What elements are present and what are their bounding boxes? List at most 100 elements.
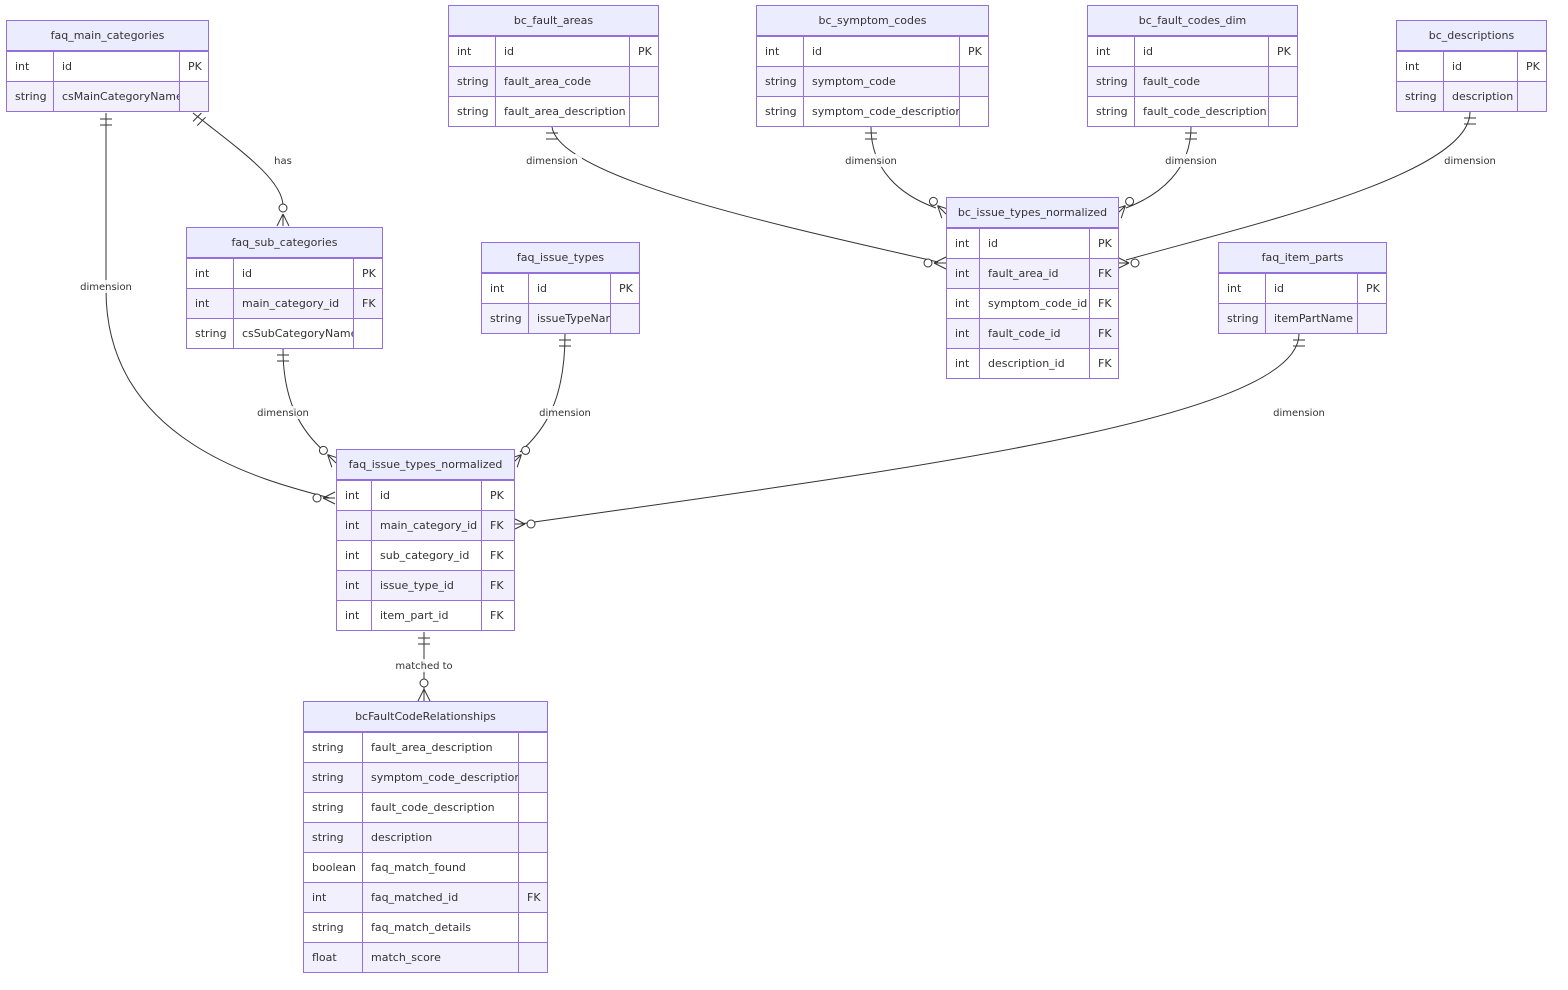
attribute-name: id bbox=[1443, 52, 1517, 81]
attribute-name: fault_area_id bbox=[979, 259, 1089, 288]
one-cardinality-marker bbox=[1293, 339, 1305, 347]
zero-or-many-cardinality-marker bbox=[1116, 256, 1140, 270]
relationship-label: dimension bbox=[526, 156, 578, 167]
entity-faq-issue-types: faq_issue_typesintidPKstringissueTypeNam… bbox=[481, 242, 640, 334]
attribute-name: id bbox=[371, 481, 481, 510]
entity-title: faq_item_parts bbox=[1219, 243, 1386, 273]
attribute-key bbox=[518, 823, 546, 852]
attribute-key: PK bbox=[353, 259, 381, 288]
attribute-name: faq_matched_id bbox=[362, 883, 518, 912]
relationship-label: dimension bbox=[539, 408, 591, 419]
attribute-type: string bbox=[765, 105, 797, 118]
attribute-key: PK bbox=[179, 52, 207, 81]
attribute-type: int bbox=[345, 609, 360, 622]
attribute-type: string bbox=[1405, 90, 1437, 103]
attribute-type: string bbox=[312, 741, 344, 754]
crow-foot-line bbox=[1116, 256, 1130, 264]
crow-foot-line bbox=[322, 497, 336, 505]
relationship-label-bg bbox=[1440, 154, 1500, 167]
attribute-type: int bbox=[345, 519, 360, 532]
attribute-name: symptom_code bbox=[803, 67, 959, 96]
zero-or-many-cardinality-marker bbox=[417, 678, 431, 702]
attribute-key bbox=[959, 97, 987, 126]
attribute-type: string bbox=[457, 75, 489, 88]
crow-foot-line bbox=[423, 688, 431, 702]
attribute-key bbox=[518, 733, 546, 762]
attribute-type: int bbox=[1227, 282, 1242, 295]
relationship-label-bg bbox=[271, 154, 295, 167]
attribute-key bbox=[518, 853, 546, 882]
attribute-name: description bbox=[362, 823, 518, 852]
attribute-type: int bbox=[1405, 60, 1420, 73]
attribute-key: FK bbox=[481, 541, 513, 570]
crow-foot-line bbox=[327, 454, 333, 468]
relationship-label: dimension bbox=[1444, 156, 1496, 167]
entity-title: bc_fault_areas bbox=[449, 6, 658, 36]
cardinality-bar bbox=[192, 112, 202, 122]
attribute-key bbox=[610, 304, 638, 333]
attribute-name: fault_code bbox=[1134, 67, 1268, 96]
attribute-key bbox=[518, 943, 546, 972]
attribute-name: id bbox=[495, 37, 629, 66]
attribute-key: PK bbox=[629, 37, 657, 66]
one-cardinality-marker bbox=[277, 354, 289, 362]
relationship-line bbox=[519, 333, 566, 453]
one-cardinality-marker bbox=[1464, 117, 1476, 125]
relationship-line bbox=[1125, 126, 1192, 209]
attribute-type: string bbox=[765, 75, 797, 88]
attribute-type: int bbox=[345, 549, 360, 562]
zero-circle bbox=[1130, 258, 1140, 268]
attribute-type: boolean bbox=[312, 861, 356, 874]
attribute-key bbox=[1357, 304, 1385, 333]
attribute-type: string bbox=[195, 327, 227, 340]
zero-circle bbox=[312, 493, 322, 503]
relationship-line bbox=[105, 113, 331, 499]
entity-title: bc_symptom_codes bbox=[757, 6, 988, 36]
attribute-key: PK bbox=[481, 481, 513, 510]
attribute-name: symptom_code_description bbox=[362, 763, 518, 792]
relationship-label-bg bbox=[253, 406, 313, 419]
attribute-key bbox=[518, 793, 546, 822]
attribute-key: FK bbox=[1089, 349, 1117, 378]
crow-foot-line bbox=[516, 454, 522, 468]
attribute-key: FK bbox=[1089, 319, 1117, 348]
attribute-key bbox=[179, 82, 207, 111]
crow-foot-line bbox=[417, 688, 425, 702]
attribute-name: fault_code_description bbox=[362, 793, 518, 822]
attribute-name: csMainCategoryName bbox=[53, 82, 179, 111]
attribute-name: id bbox=[803, 37, 959, 66]
attribute-type: int bbox=[457, 45, 472, 58]
relationship-line bbox=[519, 333, 1300, 525]
attribute-type: string bbox=[312, 771, 344, 784]
crow-foot-line bbox=[512, 523, 526, 531]
relationship-line bbox=[551, 126, 939, 263]
attribute-key bbox=[518, 913, 546, 942]
attribute-type: string bbox=[312, 921, 344, 934]
attribute-type: int bbox=[955, 297, 970, 310]
attribute-name: issue_type_id bbox=[371, 571, 481, 600]
attribute-key: FK bbox=[518, 883, 546, 912]
attribute-name: faq_match_found bbox=[362, 853, 518, 882]
attribute-type: int bbox=[15, 60, 30, 73]
attribute-type: string bbox=[1096, 75, 1128, 88]
attribute-type: int bbox=[955, 267, 970, 280]
attribute-key bbox=[518, 763, 546, 792]
zero-or-many-cardinality-marker bbox=[923, 256, 947, 270]
attribute-key bbox=[1268, 97, 1296, 126]
